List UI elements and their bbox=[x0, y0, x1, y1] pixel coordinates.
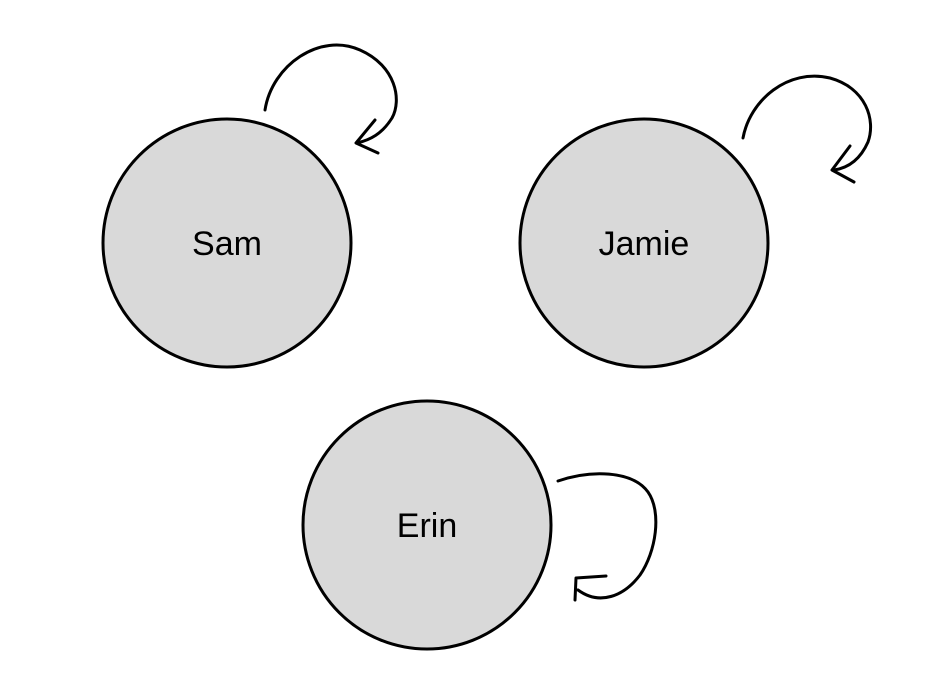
edge-jamie-self-loop-curve bbox=[741, 74, 873, 172]
edge-jamie-self-loop[interactable] bbox=[741, 74, 873, 184]
edge-sam-self-loop-arrowhead bbox=[354, 118, 380, 155]
edge-erin-self-loop-arrowhead bbox=[573, 574, 608, 602]
node-erin-label: Erin bbox=[397, 507, 457, 545]
node-jamie-label: Jamie bbox=[599, 225, 690, 263]
node-sam-label: Sam bbox=[192, 225, 262, 263]
edge-sam-self-loop-curve bbox=[263, 43, 398, 145]
node-sam[interactable]: Sam bbox=[101, 117, 353, 369]
node-erin[interactable]: Erin bbox=[301, 399, 553, 651]
edge-jamie-self-loop-arrowhead bbox=[830, 144, 856, 184]
edge-erin-self-loop[interactable] bbox=[556, 472, 658, 602]
edge-erin-self-loop-curve bbox=[556, 472, 658, 600]
node-jamie-circle bbox=[518, 117, 770, 369]
node-erin-circle bbox=[301, 399, 553, 651]
node-jamie[interactable]: Jamie bbox=[518, 117, 770, 369]
node-sam-circle bbox=[101, 117, 353, 369]
edge-sam-self-loop[interactable] bbox=[263, 43, 398, 155]
